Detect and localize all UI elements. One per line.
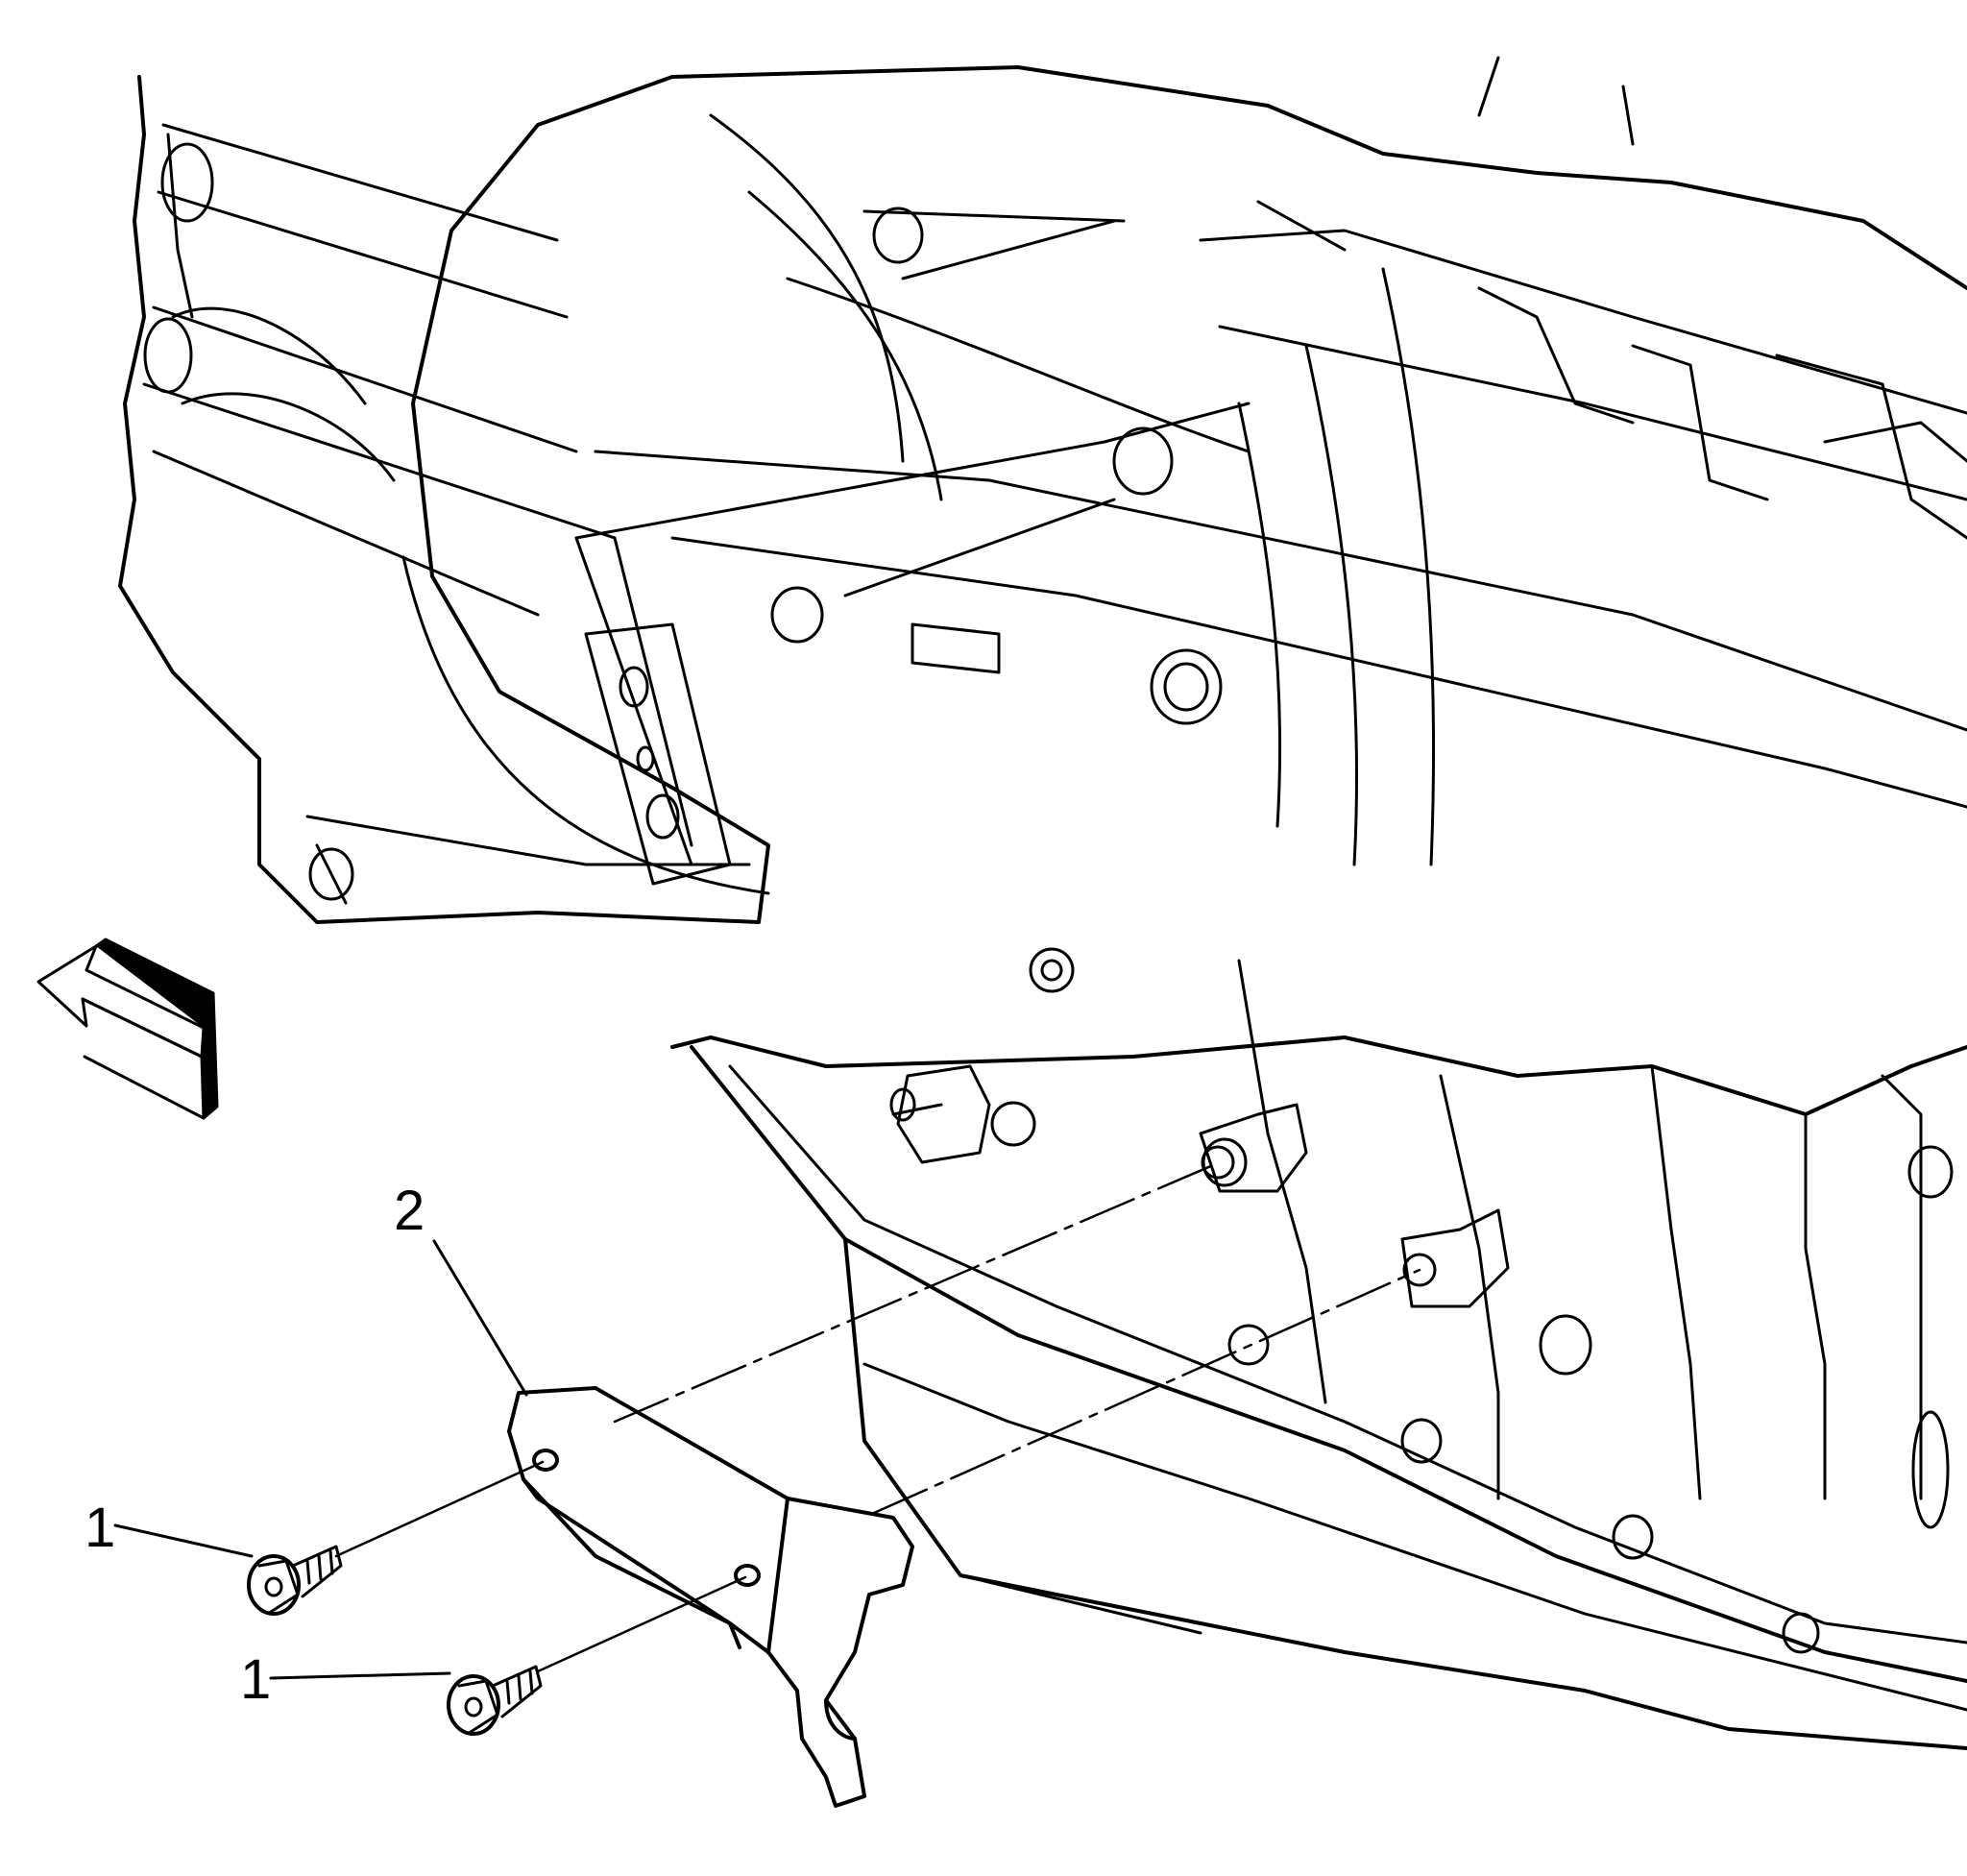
bolt-lower: [447, 1665, 543, 1736]
callout-bracket: 2: [394, 1180, 425, 1242]
callout-bolt-upper: 1: [85, 1497, 116, 1559]
callout-bolt-lower: 1: [240, 1648, 272, 1711]
transmission-bracket: [507, 1386, 914, 1808]
leader-lines: [113, 1239, 528, 1680]
alignment-lines: [613, 1160, 1421, 1515]
mount-boss-lower: [1400, 1208, 1510, 1308]
bell-housing: [118, 75, 770, 924]
bolt-alignment-lines: [334, 1460, 747, 1673]
front-direction-arrow-icon: [36, 938, 219, 1120]
bolt-upper: [247, 1545, 343, 1616]
oil-pan: [670, 947, 1967, 1750]
transmission-case: [574, 56, 1967, 866]
case-connector: [889, 1064, 991, 1164]
flange-pad: [584, 622, 732, 886]
mount-boss-upper: [1199, 1103, 1308, 1193]
